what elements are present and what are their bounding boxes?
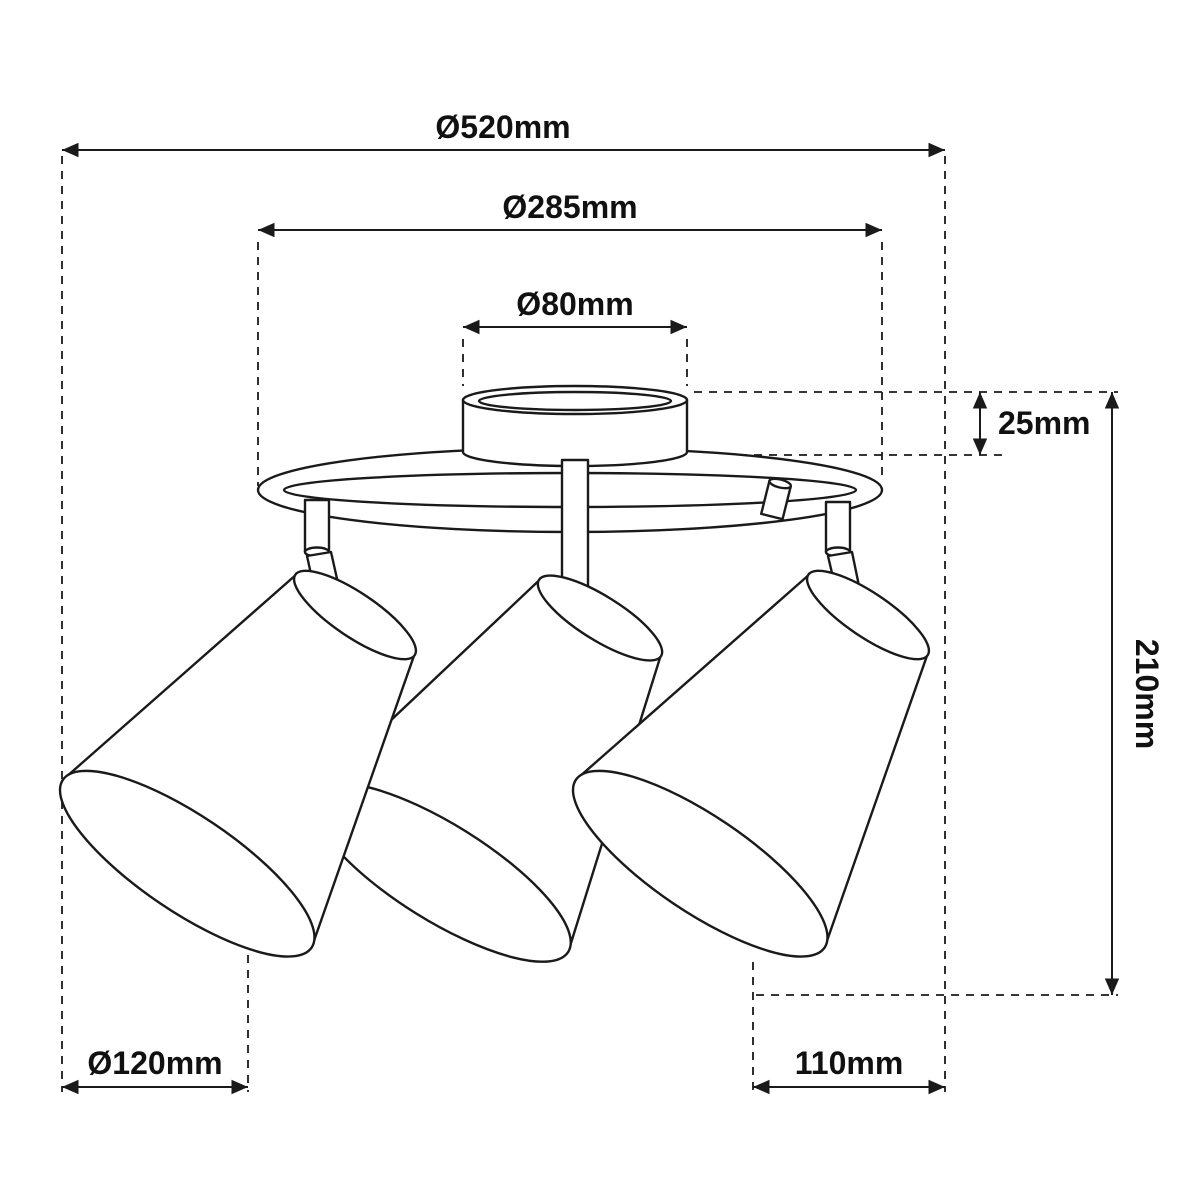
shade-right-side-right bbox=[823, 655, 928, 949]
stem-left-body bbox=[303, 498, 331, 554]
dimension-25: 25mm bbox=[972, 392, 1091, 455]
shade-left-side-left bbox=[61, 575, 296, 782]
shade-center-top bbox=[536, 574, 664, 662]
shade-right-top bbox=[805, 569, 931, 661]
lamp-drawing bbox=[58, 384, 931, 963]
shade-right bbox=[571, 569, 931, 958]
canopy-top-rim bbox=[477, 390, 673, 412]
dimension-label-120: Ø120mm bbox=[87, 1045, 222, 1081]
shade-left bbox=[58, 569, 418, 958]
shade-right-mouth bbox=[571, 769, 829, 958]
ring-clamp bbox=[760, 477, 793, 521]
dimension-label-210: 210mm bbox=[1129, 639, 1165, 749]
shade-left-side-right bbox=[310, 655, 415, 949]
extension-lines bbox=[61, 156, 1118, 1092]
dimension-label-25: 25mm bbox=[998, 405, 1091, 441]
shade-right-fill bbox=[575, 574, 928, 948]
dimension-210: 210mm bbox=[1104, 392, 1165, 995]
dimension-label-520: Ø520mm bbox=[435, 109, 570, 145]
stem-center-body bbox=[560, 458, 590, 592]
dimension-label-80: Ø80mm bbox=[516, 286, 633, 322]
dimension-110: 110mm bbox=[753, 1045, 945, 1095]
dimension-label-285: Ø285mm bbox=[502, 189, 637, 225]
ring-clamp-cap bbox=[768, 477, 793, 490]
shade-left-fill bbox=[62, 574, 415, 948]
dimension-120: Ø120mm bbox=[62, 1045, 248, 1095]
shade-left-top bbox=[292, 569, 418, 661]
dimension-label-110: 110mm bbox=[795, 1045, 904, 1081]
shade-right-side-left bbox=[574, 575, 809, 782]
dimension-80: Ø80mm bbox=[463, 286, 687, 335]
dimension-520: Ø520mm bbox=[62, 109, 945, 158]
canopy-body-fill bbox=[463, 400, 687, 466]
shade-center-fill bbox=[313, 579, 662, 952]
stem-right-body bbox=[824, 500, 852, 554]
ceiling-canopy bbox=[461, 384, 689, 468]
dimension-285: Ø285mm bbox=[258, 189, 882, 238]
shade-left-mouth bbox=[58, 769, 316, 958]
